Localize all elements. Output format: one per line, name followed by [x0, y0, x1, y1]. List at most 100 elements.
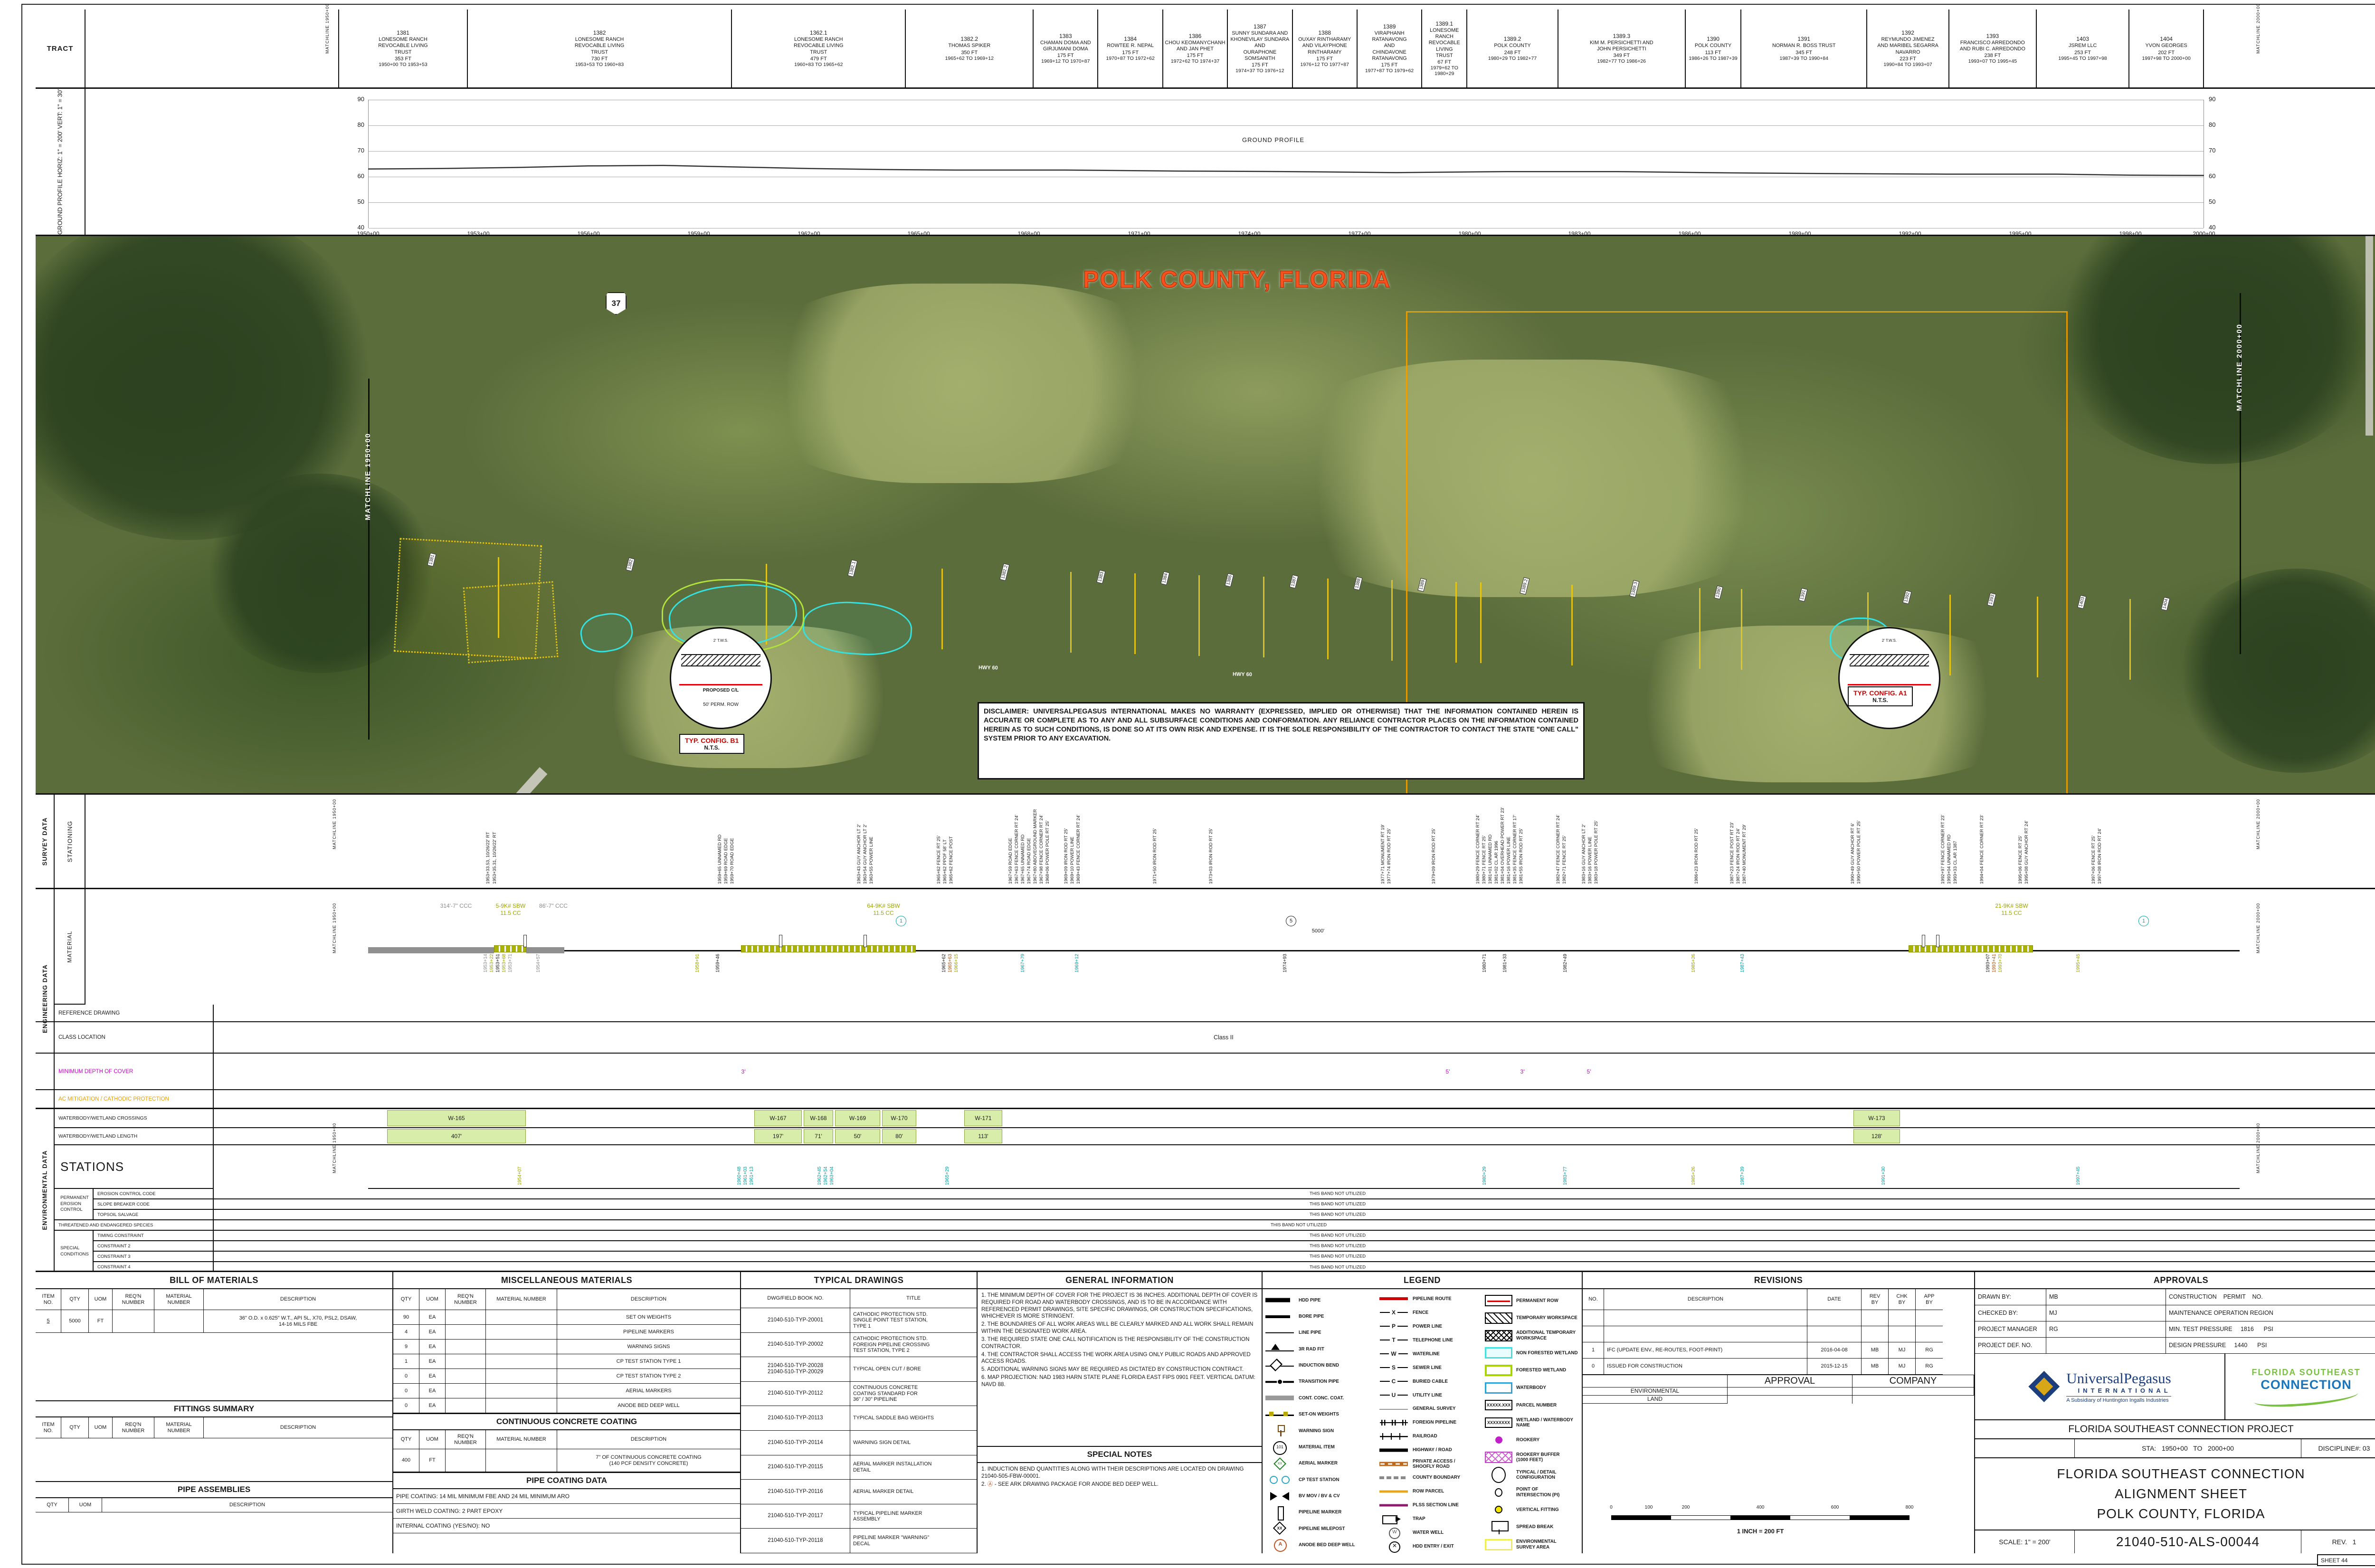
tract-row: 1381 LONESOME RANCH REVOCABLE LIVING TRU… — [338, 10, 2204, 87]
tract-number: 1383 — [1059, 32, 1072, 39]
legend-symbol-icon — [1378, 1458, 1409, 1470]
edge-road — [2366, 236, 2373, 436]
matchline-label: MATCHLINE 1950+00 — [332, 903, 337, 953]
legend-item: FOREIGN PIPELINE — [1378, 1416, 1484, 1430]
environment-station: 1987+39 — [1740, 1166, 1745, 1185]
legend-item: MATERIAL ITEM — [1264, 1439, 1378, 1455]
survey-annotation: 1959+69 ROAD EDGE — [723, 838, 729, 884]
tract-length: 175 FT — [1381, 62, 1398, 68]
tract-stations: 1982+77 TO 1986+26 — [1597, 58, 1646, 65]
proposed-cl-line — [679, 684, 763, 686]
legend-item: AERIAL MARKER — [1264, 1455, 1378, 1472]
legend-symbol-icon — [1485, 1330, 1512, 1341]
x-tick-label: 1974+00 — [1238, 230, 1261, 237]
tract-owner: CHAMAN DOMA AND GIRJUMANI DOMA — [1040, 39, 1091, 52]
legend-item: HDD PIPE — [1264, 1292, 1378, 1308]
tract-number: 1387 — [1254, 23, 1266, 30]
x-tick-label: 1998+00 — [2119, 230, 2142, 237]
x-tick-label: 1950+00 — [357, 230, 380, 237]
legend-item: POWER LINE — [1378, 1320, 1484, 1333]
general-note: 6. MAP PROJECTION: NAD 1983 HARN STATE P… — [981, 1374, 1255, 1387]
sbw-strip — [494, 945, 526, 952]
x-tick-label: 1968+00 — [1017, 230, 1040, 237]
tract-number: 1392 — [1901, 29, 1914, 37]
tract-length: 730 FT — [591, 56, 608, 62]
topsoil-row: TOPSOIL SALVAGE THIS BAND NOT UTILIZED — [94, 1210, 2375, 1220]
tract-number: 1386 — [1188, 32, 1202, 39]
dotted-workspace — [463, 581, 559, 664]
station-bubble: 1 — [896, 916, 906, 926]
tract-number: 1382 — [593, 29, 606, 37]
legend-symbol-icon — [1264, 1327, 1295, 1339]
legend-symbol-icon — [1378, 1348, 1409, 1360]
class-location-value: Class II — [1214, 1034, 1234, 1041]
x-tick-label: 1953+00 — [467, 230, 490, 237]
tract-owner: REYMUNDO JIMENEZ AND MARIBEL SEGARRA NAV… — [1877, 37, 1938, 55]
x-tick-label: 1989+00 — [1788, 230, 1811, 237]
drawing-number: 21040-510-ALS-00044 — [2075, 1530, 2301, 1553]
tract-cell: 1384 ROWTEE R. NEPAL 175 FT 1970+87 TO 1… — [1097, 10, 1162, 87]
parcel-boundary-line — [1949, 595, 1951, 675]
legend-item: SPREAD BREAK — [1485, 1519, 1582, 1536]
survey-annotation: 1969+10 POWER LINE — [1070, 836, 1075, 884]
crossing-id-cell: W-173 — [1853, 1110, 1900, 1126]
constraint3-row: CONSTRAINT 3 THIS BAND NOT UTILIZED — [94, 1252, 2375, 1262]
survey-annotation: 1953+35.31, 10/26/22' RT — [492, 832, 497, 884]
survey-annotation: 1963+43 GUY ANCHOR LT 2' — [856, 824, 862, 884]
depth-value: 5' — [1445, 1068, 1450, 1075]
tract-cell: 1392 REYMUNDO JIMENEZ AND MARIBEL SEGARR… — [1866, 10, 1948, 87]
crossing-length-cell: 50' — [835, 1129, 880, 1143]
survey-annotation: 1983+18 POWER POLE RT 25' — [1594, 820, 1599, 884]
universalpegasus-logo: UniversalPegasus INTERNATIONAL A Subsidi… — [1975, 1354, 2225, 1419]
survey-annotation: 1981+01 UNNAMED RD — [1488, 834, 1493, 884]
tract-owner: YVON GEORGES — [2145, 43, 2187, 49]
typ-config-b1-label: TYP. CONFIG. B1 N.T.S. — [679, 734, 745, 754]
distance-label: 5000' — [1311, 928, 1325, 934]
timing-constraint-row: TIMING CONSTRAINT THIS BAND NOT UTILIZED — [94, 1231, 2375, 1241]
material-station: 1953+22 — [489, 954, 494, 973]
tract-stations: 1987+39 TO 1990+84 — [1779, 55, 1828, 61]
crossing-length-cells: 407'197'71'50'80'113'128' — [387, 1128, 2259, 1144]
environment-station: 1962+54 — [823, 1166, 828, 1185]
tract-owner: THOMAS SPIKER — [948, 43, 991, 49]
parcel-tag: 1403 — [2077, 595, 2087, 609]
station-bubble: 1 — [2138, 916, 2149, 926]
erosion-code-row: EROSION CONTROL CODE THIS BAND NOT UTILI… — [94, 1189, 2375, 1199]
parcel-tag: 1382 — [626, 557, 635, 571]
tract-stations: 1993+07 TO 1995+45 — [1968, 58, 2017, 65]
y-tick-label: 50 — [2209, 198, 2216, 205]
tract-stations: 1990+84 TO 1993+07 — [1883, 61, 1932, 67]
legend-symbol-icon — [1378, 1430, 1409, 1443]
tract-length: 223 FT — [1900, 56, 1916, 62]
material-station: 1993+07 — [1986, 954, 1991, 973]
revision: REV. 1 — [2332, 1538, 2356, 1546]
parcel-boundary-line — [1263, 577, 1264, 657]
legend-symbol-icon — [1378, 1403, 1409, 1415]
stations-label: STATIONS — [55, 1145, 214, 1189]
survey-annotation: 1995+08 GUY ANCHOR RT 24' — [2024, 820, 2029, 884]
survey-annotation: 1981+02 CL AR 1996 — [1494, 841, 1499, 884]
legend-item: CP TEST STATION — [1264, 1472, 1378, 1488]
crossing-length-cell: 128' — [1853, 1129, 1900, 1143]
matchline-label: MATCHLINE 1950+00 — [363, 433, 372, 521]
tract-band-label: TRACT — [36, 10, 86, 87]
legend-symbol-icon — [1485, 1382, 1512, 1394]
environment-station: 1991+30 — [1881, 1166, 1886, 1185]
marker-post-icon — [1922, 935, 1925, 947]
general-note: 5. ADDITIONAL WARNING SIGNS MAY BE REQUI… — [981, 1366, 1244, 1373]
x-tick-label: 1992+00 — [1899, 230, 1921, 237]
legend-item: FENCE — [1378, 1306, 1484, 1320]
survey-annotation: 1995+06 FENCE RT 25' — [2018, 835, 2023, 884]
environment-station: 1954+07 — [517, 1166, 522, 1185]
legend-symbol-icon — [1264, 1490, 1295, 1502]
sheet-number: SHEET 44 — [2317, 1554, 2375, 1566]
depth-value: 3' — [741, 1068, 746, 1075]
marker-post-icon — [779, 935, 782, 947]
material-station: 1995+45 — [2076, 954, 2081, 973]
legend-item: ENVIRONMENTAL SURVEY AREA — [1485, 1536, 1582, 1553]
tract-stations: 1974+37 TO 1976+12 — [1235, 67, 1284, 74]
survey-annotation: 1994+04 FENCE CORNER RT 23' — [1979, 815, 1985, 884]
